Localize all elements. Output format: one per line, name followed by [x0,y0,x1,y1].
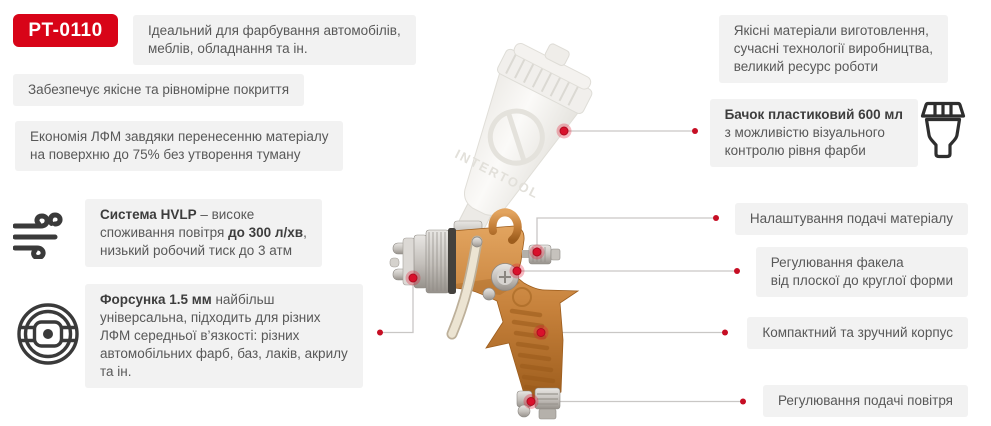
feature-economy: Економія ЛФМ завдяки перенесенню матеріа… [15,121,344,172]
feature-text: Регулювання факела від плоскої до кругло… [770,255,953,289]
part-markers [405,123,572,409]
material-knob [522,244,561,265]
cup-lid-ridges [505,53,580,106]
gun-body [450,225,580,400]
feature-housing: Компактний та зручний корпус [747,317,968,350]
feature-text: Ідеальний для фарбування автомобілів, ме… [148,23,401,57]
retaining-ring [425,229,450,294]
cup-logo-slash [506,113,527,161]
ring-dark-band [448,228,456,294]
cup-body [464,71,579,216]
feature-text: Економія ЛФМ завдяки перенесенню матеріа… [30,129,329,163]
air-cap-face [402,237,416,286]
nozzle-tip [389,257,400,268]
feature-text-bold: Бачок пластиковий 600 мл [724,107,903,122]
feature-text-bold: Система HVLP [100,207,197,222]
feature-nozzle: Форсунка 1.5 мм найбільш універсальна, п… [85,284,363,389]
cup-lid [497,48,593,115]
gun-body-shade [455,276,520,295]
feature-text: – високе споживання повітря [100,207,255,241]
connector-nozzle [380,278,414,334]
marker-material-knob [529,244,545,260]
feature-text: найбільш універсальна, підходить для різ… [100,292,348,380]
dot-cup [692,128,698,134]
dot-material-feed [713,215,719,221]
feature-text: Забезпечує якісне та рівномірне покриття [28,82,290,97]
marker-air-valve [523,394,539,409]
feature-fan-control: Регулювання факела від плоскої до кругло… [755,247,968,298]
feature-materials: Якісні матеріали виготовлення, сучасні т… [718,15,948,84]
feature-text: Налаштування подачі матеріалу [749,211,953,226]
feature-text-bold: до 300 л/хв [228,225,304,241]
marker-nozzle [405,270,421,286]
cup-neck [457,192,497,237]
connector-lines [380,130,743,403]
cup-collar-nut [453,220,483,244]
feature-cup: Бачок пластиковий 600 мл з можливістю ві… [709,99,918,168]
retaining-ring-knurl [428,232,446,291]
feature-hvlp: Система HVLP – високе споживання повітря… [85,199,322,268]
connector-material-feed [536,217,716,252]
fluid-tip-knob [482,287,496,301]
cup-lid-rim [513,42,592,90]
air-inlet [516,387,561,420]
spray-gun [389,208,580,420]
wind-icon [13,212,63,259]
feature-text: з можливістю візуального контролю рівня … [724,125,885,159]
fan-knob [491,263,519,291]
marker-fan-knob [509,263,525,279]
marker-cup [556,123,572,139]
cup-logo-ring [487,108,545,166]
cup-vent-cap [544,43,570,66]
dot-nozzle [377,329,383,336]
body-emblem [512,287,532,307]
handle-ribs [509,308,556,394]
dot-air [740,398,746,405]
feature-coverage: Забезпечує якісне та рівномірне покриття [13,74,305,107]
air-cap [389,228,456,294]
product-model-badge: PT-0110 [13,14,118,47]
air-cap-horn-top [392,242,410,255]
spray-nozzle-icon [17,303,79,365]
feature-text: , низький робочий тиск до 3 атм [100,225,307,259]
feature-text: Компактний та зручний корпус [762,325,953,340]
feature-text: Регулювання подачі повітря [777,393,953,408]
air-cap-horn-bottom [392,268,410,281]
feature-air-control: Регулювання подачі повітря [762,385,968,418]
callout-dots [377,128,746,405]
trigger [448,237,481,338]
trigger-screw [471,236,483,248]
cup-logo: INTERTOOL [453,146,543,202]
gun-hook [488,208,522,244]
feature-material-feed: Налаштування подачі матеріалу [734,203,968,236]
feature-text: Якісні матеріали виготовлення, сучасні т… [733,23,933,75]
trigger-outline [446,235,483,340]
dot-housing [722,329,728,336]
marker-housing [533,325,549,340]
feature-text-bold: Форсунка 1.5 мм [100,292,212,307]
air-cap-body [413,234,428,289]
dot-fan [734,268,740,274]
feature-ideal-for: Ідеальний для фарбування автомобілів, ме… [133,15,416,66]
paint-cup-icon [920,101,966,159]
paint-cup: INTERTOOL [453,42,593,237]
